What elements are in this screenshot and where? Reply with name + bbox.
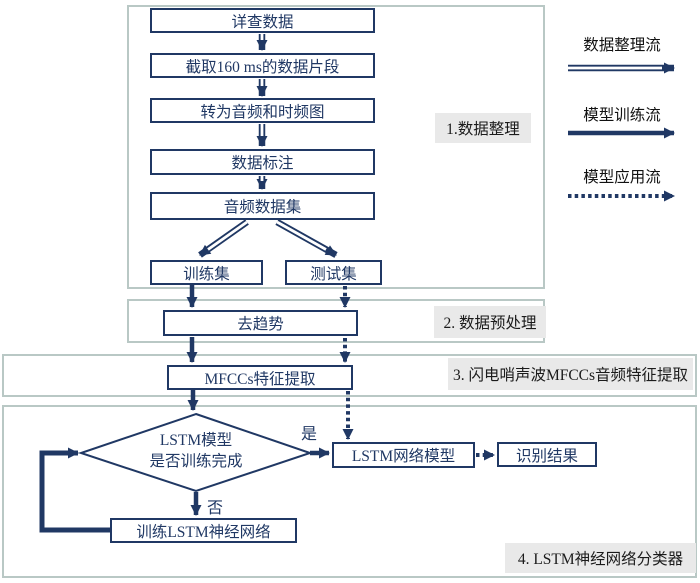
stage-label-4: 4. LSTM神经网络分类器 [505, 543, 696, 573]
flow-box-label: 音频数据集 [223, 199, 302, 216]
decision-line2: 是否训练完成 [149, 453, 243, 470]
stage-label-2: 2. 数据预处理 [434, 306, 546, 338]
flow-box-mfcc-extraction: MFCCs特征提取 [167, 365, 353, 390]
legend-label-model-training-flow: 模型训练流 [583, 107, 661, 124]
flow-box-label: 转为音频和时频图 [200, 103, 325, 121]
legend-label-model-application-flow: 模型应用流 [583, 169, 661, 186]
legend-label-data-organization-flow: 数据整理流 [583, 37, 661, 54]
stage-label-1: 1.数据整理 [435, 113, 531, 143]
stage-label-3: 3. 闪电哨声波MFCCs音频特征提取 [448, 358, 693, 390]
flow-box-detrend: 去趋势 [163, 310, 358, 336]
decision-diamond-text: LSTM模型 是否训练完成 [118, 430, 274, 472]
branch-label-yes: 是 [301, 426, 318, 443]
section-1-data-organization [127, 5, 545, 289]
flow-box-label: 训练LSTM神经网络 [136, 523, 271, 541]
flow-box-recognition-result: 识别结果 [497, 442, 597, 467]
flow-box-examine-data: 详查数据 [150, 8, 375, 33]
flow-box-annotate-data: 数据标注 [150, 149, 375, 175]
flow-box-label: 训练集 [183, 265, 230, 283]
flow-box-label: 详查数据 [231, 13, 294, 31]
flow-box-label: 去趋势 [237, 316, 284, 333]
flow-box-label: LSTM网络模型 [351, 448, 456, 465]
decision-line1: LSTM模型 [159, 432, 233, 449]
flow-box-label: 测试集 [310, 265, 357, 283]
branch-label-no: 否 [207, 500, 224, 517]
flow-box-label: 识别结果 [515, 447, 578, 465]
flow-box-train-lstm-network: 训练LSTM神经网络 [110, 518, 297, 543]
flow-box-audio-dataset: 音频数据集 [150, 192, 375, 220]
flow-box-test-set: 测试集 [285, 260, 382, 285]
flow-box-label: 数据标注 [231, 155, 294, 172]
flow-box-label: 截取160 ms的数据片段 [185, 58, 340, 76]
flow-box-label: MFCCs特征提取 [204, 370, 316, 388]
flow-box-train-set: 训练集 [150, 260, 263, 285]
flow-box-lstm-network-model: LSTM网络模型 [332, 442, 475, 468]
flow-box-segment-160ms: 截取160 ms的数据片段 [150, 53, 375, 78]
flow-box-convert-audio: 转为音频和时频图 [150, 98, 375, 123]
